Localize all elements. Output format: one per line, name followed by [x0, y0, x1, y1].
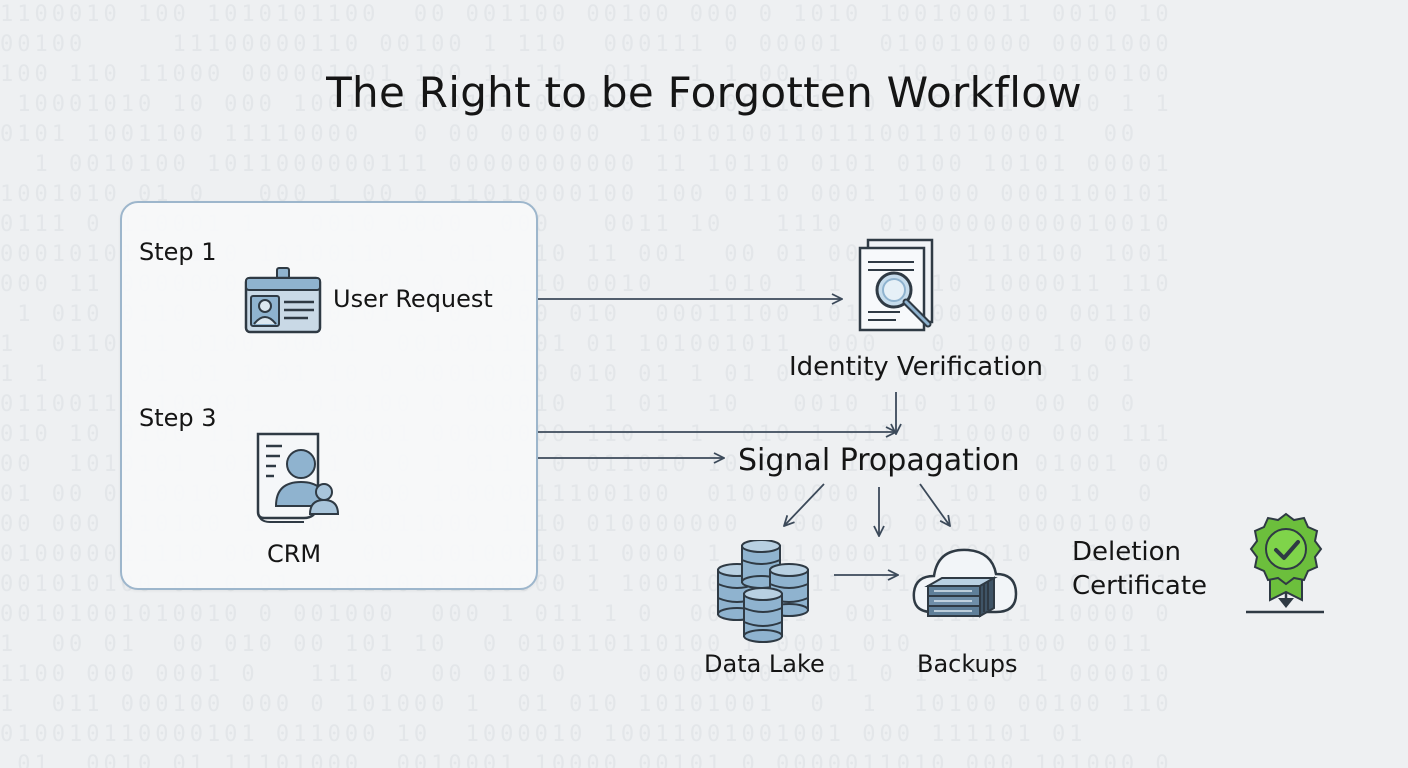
contact-profile-icon	[254, 430, 340, 530]
signal-propagation-label: Signal Propagation	[738, 443, 1020, 478]
cloud-server-icon	[910, 538, 1020, 626]
step-1-label: Step 1	[139, 238, 217, 266]
crm-label: CRM	[267, 540, 322, 568]
deletion-certificate-label-line2: Certificate	[1072, 571, 1208, 601]
step-3-label: Step 3	[139, 404, 217, 432]
data-lake-label: Data Lake	[704, 650, 825, 678]
arrow-signal-to-datalake	[784, 483, 825, 526]
source-panel	[120, 201, 538, 590]
page-title: The Right to be Forgotten Workflow	[326, 68, 1082, 117]
user-request-label: User Request	[333, 285, 493, 313]
database-stack-icon	[716, 539, 812, 648]
backups-label: Backups	[917, 650, 1018, 678]
identity-verification-label: Identity Verification	[789, 352, 1043, 382]
document-magnifier-icon	[856, 238, 946, 338]
deletion-certificate-label-line1: Deletion	[1072, 537, 1182, 567]
certificate-seal-icon	[1240, 512, 1330, 620]
id-card-icon	[244, 266, 324, 340]
arrow-signal-to-backups	[919, 483, 950, 526]
